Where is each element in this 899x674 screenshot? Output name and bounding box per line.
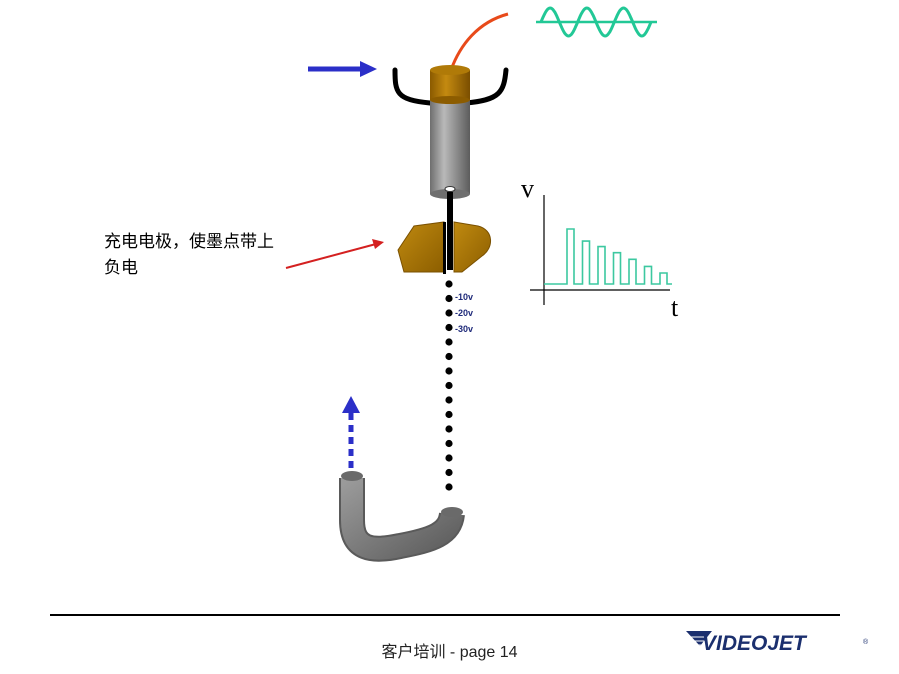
annotation-pointer-arrow [285,239,384,269]
ink-droplet [445,294,453,303]
ink-droplet [445,338,453,346]
ink-droplet [445,309,453,317]
ink-droplet [445,396,453,404]
ink-droplet [445,352,453,361]
voltage-label-1: -10v [455,292,473,302]
logo-swoosh-icon [686,631,712,646]
return-flow-arrow [342,396,360,468]
annotation-line-1: 充电电极，使墨点带上 [104,232,274,252]
ink-droplet [445,280,453,288]
voltage-label-3: -30v [455,324,473,334]
ink-droplet [445,381,453,390]
charging-electrode [397,221,491,274]
logo-text: VIDEOJET [702,632,808,655]
logo-registered-mark: ® [863,638,869,646]
ink-droplets [445,280,453,491]
ink-droplet [445,367,453,375]
ink-droplet [445,454,453,462]
nozzle-holder [392,67,509,106]
ink-droplet [445,468,453,477]
voltage-pulse-trace [544,228,672,285]
annotation-line-2: 负电 [104,258,138,278]
ink-droplet [445,410,453,419]
ink-droplet [445,483,453,491]
signal-wire [449,12,509,71]
graph-x-label: t [671,293,679,322]
ink-stream [447,192,453,270]
videojet-logo: VIDEOJET ® [686,631,869,655]
nozzle [430,65,470,199]
charging-electrode-annotation: 充电电极，使墨点带上 负电 [104,229,314,281]
ink-droplet [445,323,453,332]
graph-y-label: v [521,174,534,203]
charge-voltage-graph: v t [521,174,679,322]
voltage-label-2: -20v [455,308,473,318]
ink-flow-arrow [308,61,377,77]
ink-droplet [445,439,453,448]
gutter-tube [339,471,465,562]
footer-page-label: 客户培训 - page 14 [381,644,518,661]
ink-droplet [445,425,453,433]
sine-wave-icon [536,6,657,38]
